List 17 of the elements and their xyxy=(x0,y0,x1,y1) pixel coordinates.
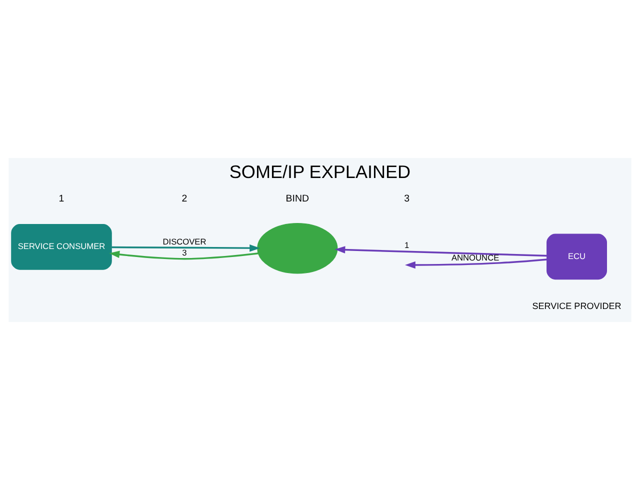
arrow xyxy=(334,246,547,257)
diagram-title: SOME/IP EXPLAINED xyxy=(229,162,411,182)
label: 1 xyxy=(58,194,64,205)
arrow xyxy=(109,250,258,260)
arrow xyxy=(404,258,547,269)
arrow xyxy=(112,244,260,252)
node-box: ECU xyxy=(546,234,607,280)
label: BIND xyxy=(286,194,310,205)
label: 2 xyxy=(182,194,188,205)
label: 3 xyxy=(404,194,410,205)
edge-label: ANNOUNCE xyxy=(451,252,500,263)
edge-label: 1 xyxy=(404,240,410,250)
node-label: SERVICE PROVIDER xyxy=(532,301,622,312)
node-cloud xyxy=(257,222,338,274)
edge-label: DISCOVER xyxy=(162,236,206,247)
node-box: SERVICE CONSUMER xyxy=(11,224,112,270)
edge-label: 3 xyxy=(182,248,187,258)
